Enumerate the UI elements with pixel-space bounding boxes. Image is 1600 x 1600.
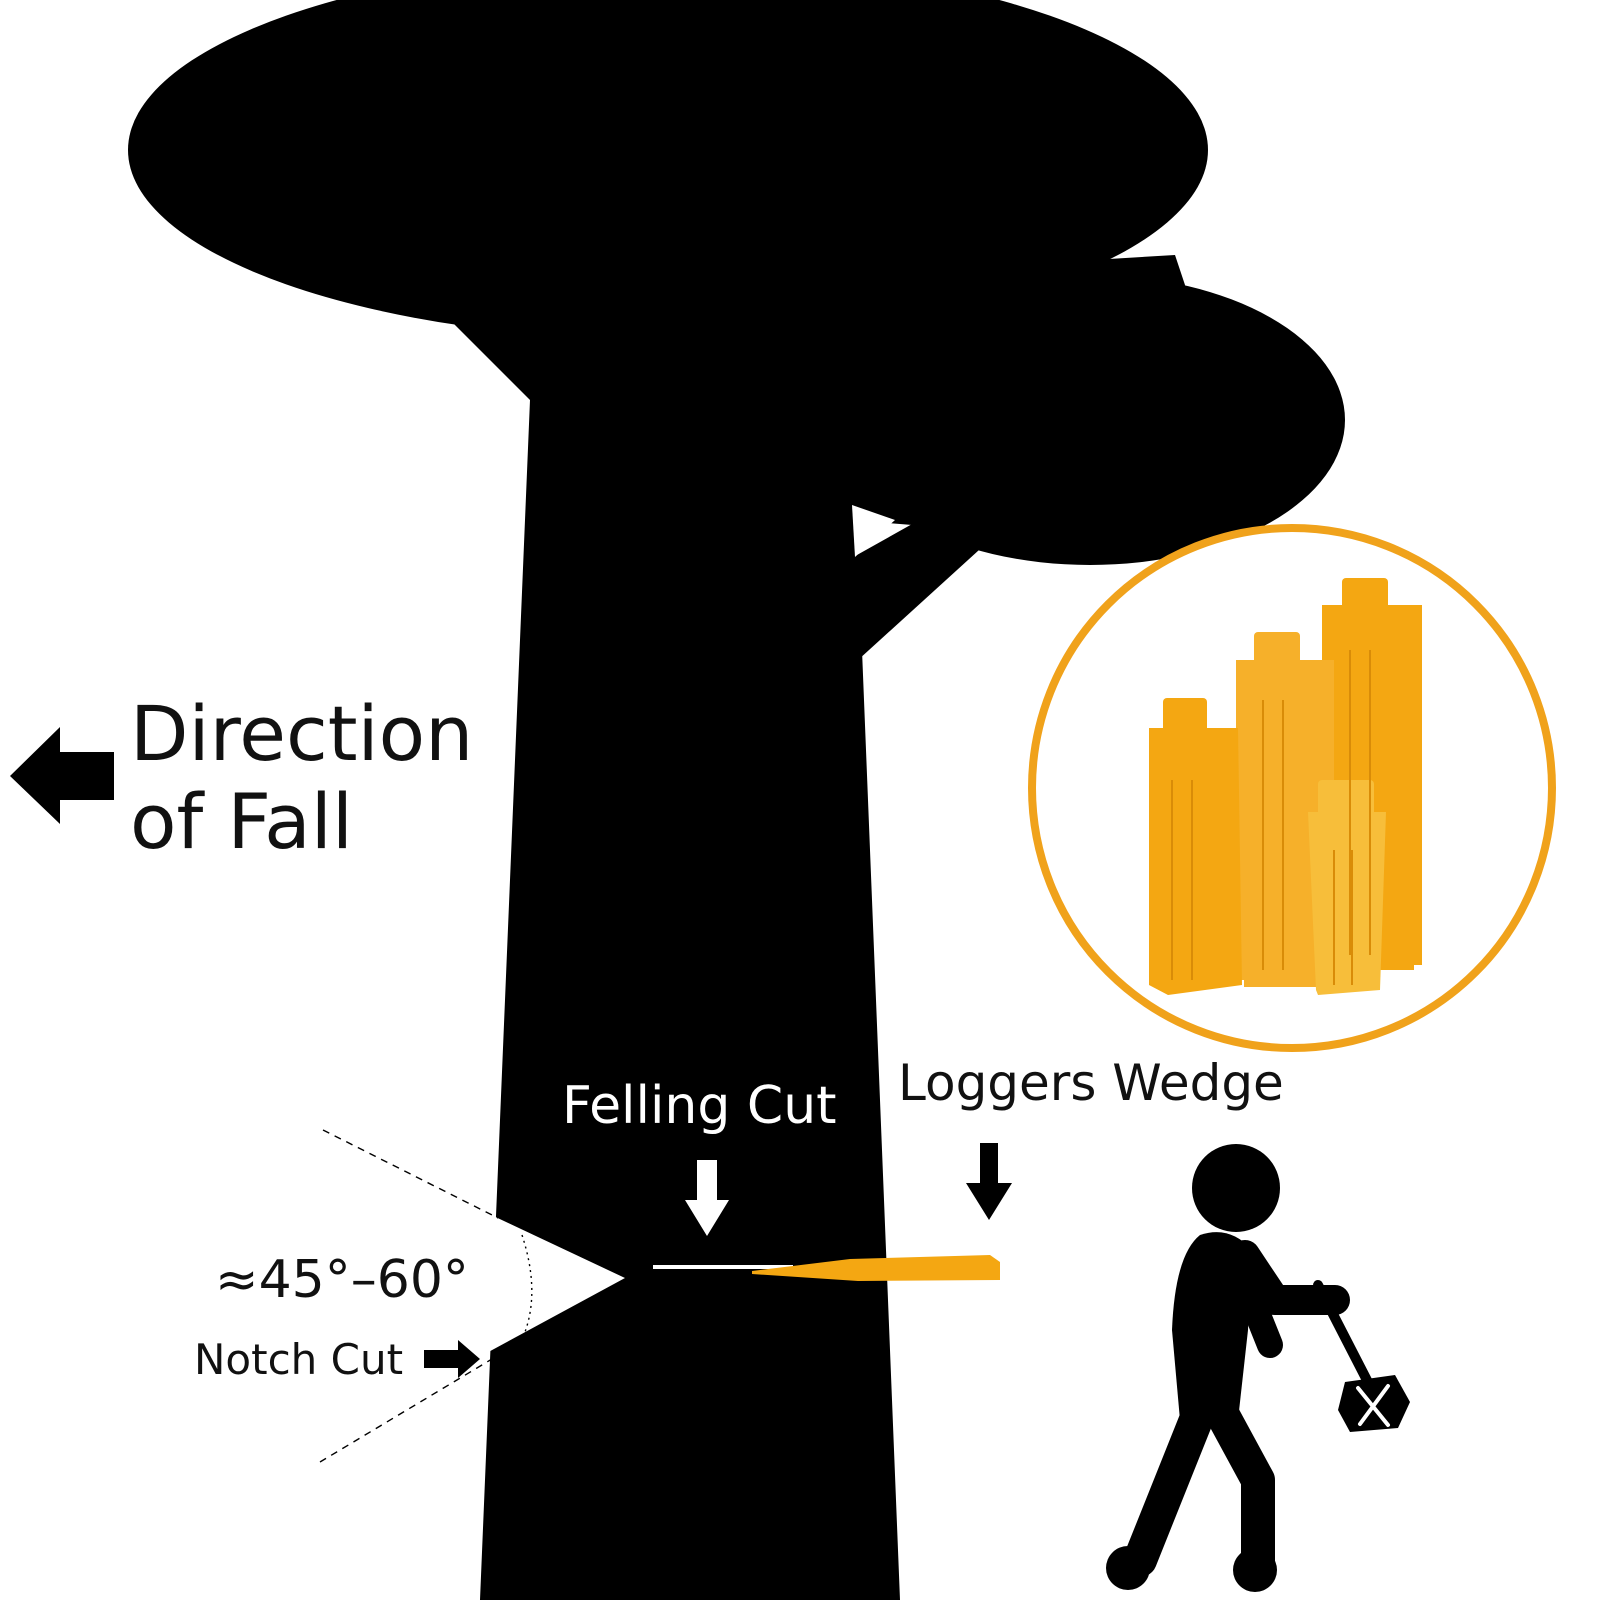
arrow-down-icon — [685, 1160, 729, 1236]
inserted-wedge — [752, 1255, 1000, 1281]
angle-label: ≈45°–60° — [215, 1250, 469, 1310]
hammer-handle — [1313, 1280, 1377, 1395]
notch-cut-label: Notch Cut — [194, 1335, 403, 1384]
arrow-left-icon — [10, 727, 114, 824]
tree-silhouette — [128, 0, 1345, 1600]
direction-label-line2: of Fall — [130, 777, 353, 866]
worker-leg-left — [1123, 1393, 1217, 1577]
arrow-right-icon — [424, 1340, 480, 1378]
notch-cut — [470, 1205, 625, 1362]
worker-arm — [1230, 1240, 1350, 1315]
angle-guides — [319, 1129, 499, 1463]
branch-gap — [852, 505, 895, 557]
product-inset — [1028, 524, 1556, 1052]
person-with-hammer-icon — [1106, 1144, 1410, 1592]
worker-foot-left — [1106, 1546, 1150, 1590]
wedge-product-m — [1149, 698, 1242, 995]
felling-cut-label: Felling Cut — [562, 1076, 837, 1136]
felling-cut-line — [653, 1265, 793, 1269]
tree-branch — [848, 500, 990, 660]
worker-head — [1192, 1144, 1280, 1232]
worker-arm-lower — [1227, 1257, 1283, 1358]
worker-leg-right — [1203, 1393, 1275, 1587]
tree-trunk — [480, 360, 900, 1600]
loggers-wedge-label: Loggers Wedge — [898, 1054, 1284, 1112]
arrow-down-icon — [966, 1143, 1012, 1220]
wedge-product-s — [1308, 780, 1386, 995]
tree-canopy-main — [128, 0, 1208, 340]
hammer-head-detail — [1356, 1384, 1390, 1427]
direction-label-line1: Direction — [130, 689, 473, 778]
wedge-grooves — [1171, 650, 1371, 985]
worker-foot-right — [1233, 1548, 1277, 1592]
